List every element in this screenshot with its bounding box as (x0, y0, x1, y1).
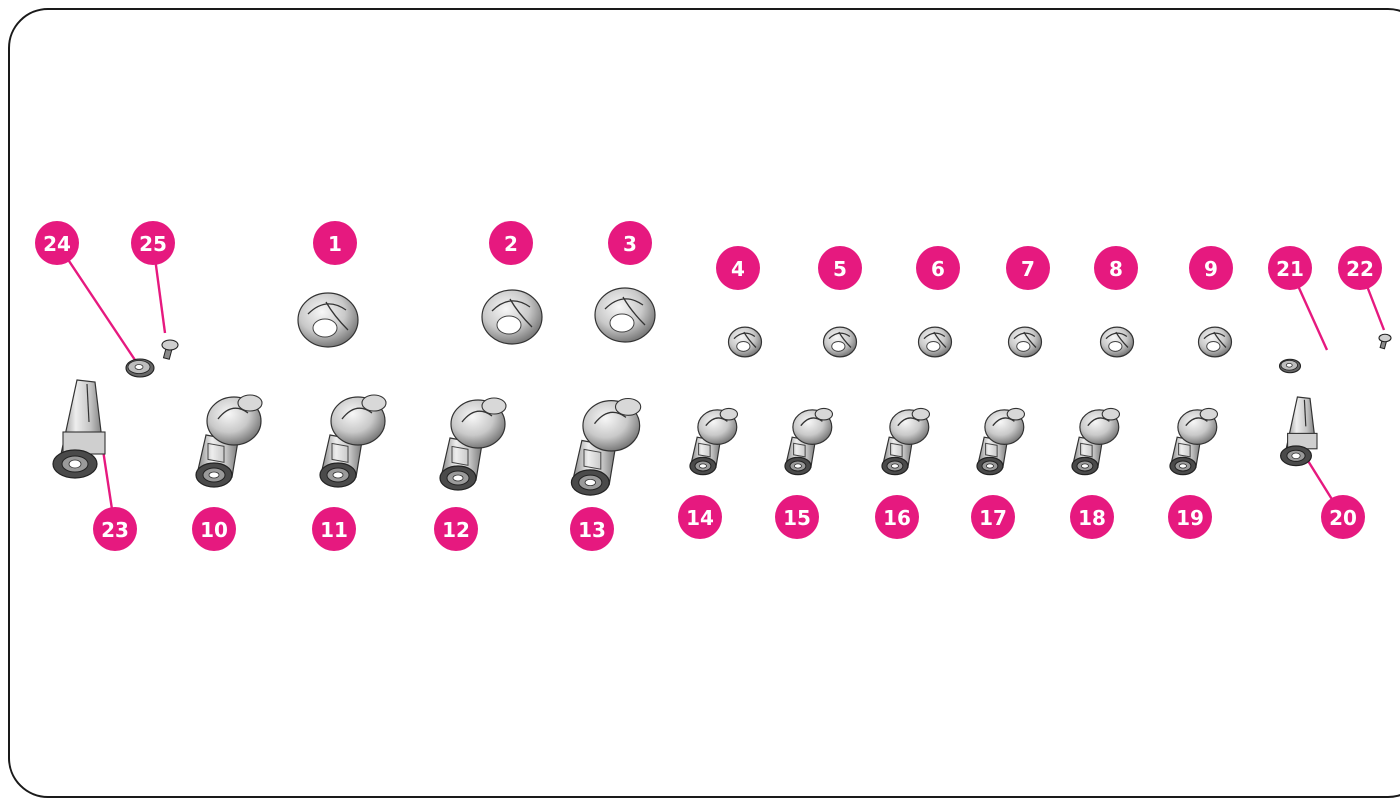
callout-badge-22: 22 (1338, 246, 1382, 290)
callout-badge-7: 7 (1006, 246, 1050, 290)
part-11-ball-stud (320, 395, 386, 487)
callout-badge-18: 18 (1070, 495, 1114, 539)
callout-label-23: 23 (101, 518, 129, 542)
callout-label-10: 10 (200, 518, 228, 542)
part-9-ball-head-small (1199, 327, 1232, 357)
callout-badge-4: 4 (716, 246, 760, 290)
callout-badge-16: 16 (875, 495, 919, 539)
leader-lines (57, 243, 1384, 529)
callout-label-25: 25 (139, 232, 167, 256)
callout-badge-13: 13 (570, 507, 614, 551)
callout-label-22: 22 (1346, 257, 1374, 281)
callout-label-5: 5 (833, 257, 847, 281)
callout-badge-6: 6 (916, 246, 960, 290)
callout-badge-3: 3 (608, 221, 652, 265)
part-1-ball-head (298, 293, 358, 347)
part-18-ball-stud-small (1072, 408, 1120, 474)
callout-label-14: 14 (686, 506, 714, 530)
callout-badge-5: 5 (818, 246, 862, 290)
callout-label-2: 2 (504, 232, 518, 256)
callout-badge-23: 23 (93, 507, 137, 551)
callout-label-3: 3 (623, 232, 637, 256)
part-24-washer (126, 359, 154, 377)
callout-badge-14: 14 (678, 495, 722, 539)
part-2-ball-head (482, 290, 542, 344)
part-21-washer (1280, 359, 1301, 373)
callout-label-8: 8 (1109, 257, 1123, 281)
callout-label-16: 16 (883, 506, 911, 530)
callout-label-6: 6 (931, 257, 945, 281)
callout-label-24: 24 (43, 232, 71, 256)
part-14-ball-stud-small (690, 408, 738, 474)
callout-badge-10: 10 (192, 507, 236, 551)
callout-label-17: 17 (979, 506, 1007, 530)
exploded-parts-diagram: 1234567891011121314151617181920212223242… (0, 0, 1400, 769)
callout-label-1: 1 (328, 232, 342, 256)
callout-badge-19: 19 (1168, 495, 1212, 539)
callout-label-20: 20 (1329, 506, 1357, 530)
callout-badge-9: 9 (1189, 246, 1233, 290)
callout-badge-20: 20 (1321, 495, 1365, 539)
callout-label-4: 4 (731, 257, 745, 281)
callout-badge-8: 8 (1094, 246, 1138, 290)
part-19-ball-stud-small (1170, 408, 1218, 474)
callout-label-13: 13 (578, 518, 606, 542)
part-16-ball-stud-small (882, 408, 930, 474)
callout-badge-15: 15 (775, 495, 819, 539)
callout-label-19: 19 (1176, 506, 1204, 530)
callout-badge-17: 17 (971, 495, 1015, 539)
part-25-screw (162, 340, 178, 359)
callout-badge-25: 25 (131, 221, 175, 265)
part-12-ball-stud (440, 398, 506, 490)
callout-label-9: 9 (1204, 257, 1218, 281)
part-8-ball-head-small (1101, 327, 1134, 357)
callout-label-12: 12 (442, 518, 470, 542)
part-7-ball-head-small (1009, 327, 1042, 357)
part-23-slotted-shaft (53, 380, 105, 478)
part-15-ball-stud-small (785, 408, 833, 474)
part-3-ball-head (595, 288, 655, 342)
part-4-ball-head-small (729, 327, 762, 357)
part-6-ball-head-small (919, 327, 952, 357)
callout-label-18: 18 (1078, 506, 1106, 530)
part-5-ball-head-small (824, 327, 857, 357)
part-10-ball-stud (196, 395, 262, 487)
callout-badge-2: 2 (489, 221, 533, 265)
parts-layer (53, 288, 1391, 495)
callout-label-7: 7 (1021, 257, 1035, 281)
callout-label-11: 11 (320, 518, 348, 542)
part-20-slotted-shaft-small (1281, 397, 1317, 466)
callout-label-21: 21 (1276, 257, 1304, 281)
part-22-screw (1379, 334, 1391, 348)
callout-badge-21: 21 (1268, 246, 1312, 290)
callout-badge-24: 24 (35, 221, 79, 265)
callout-label-15: 15 (783, 506, 811, 530)
part-13-ball-stud (571, 399, 640, 496)
callout-badge-1: 1 (313, 221, 357, 265)
callout-badge-11: 11 (312, 507, 356, 551)
callout-badge-12: 12 (434, 507, 478, 551)
part-17-ball-stud-small (977, 408, 1025, 474)
